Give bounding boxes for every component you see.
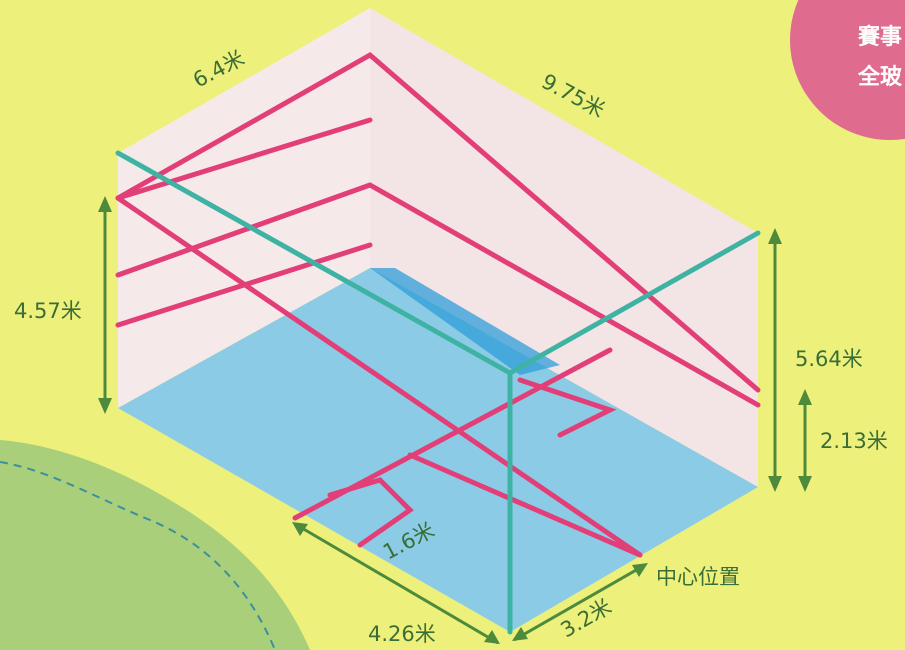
grass-dashed-border: [0, 461, 276, 650]
corner-badge-line1: 賽事: [857, 24, 902, 50]
back-wall-line: [115, 117, 373, 201]
arrow-front-height-bottom: [768, 476, 782, 492]
arrow-back-height-bottom: [98, 398, 112, 414]
arrow-half-width-end: [632, 563, 648, 577]
label-back-court-length: 4.26米: [368, 622, 436, 646]
dimension-arrows: [98, 196, 812, 645]
side-wall-diagonal: [115, 195, 643, 558]
arrow-half-width-start: [512, 627, 528, 641]
front-wall: [370, 8, 758, 487]
arrow-half-width: [513, 563, 646, 642]
arrow-back-length-start: [292, 522, 308, 536]
label-back-wall-height: 4.57米: [14, 299, 82, 323]
label-half-width: 3.2米: [557, 594, 616, 642]
court-lines: [115, 51, 761, 558]
arrow-back-length-end: [484, 630, 500, 644]
service-line-left-wall: [115, 182, 373, 278]
corner-badge: [790, 0, 905, 140]
outline-line: [115, 51, 761, 393]
half-court-line: [407, 452, 643, 558]
arrow-back-height-top: [98, 196, 112, 212]
arrow-service-height-bottom: [798, 476, 812, 492]
glass-front-edge: [507, 230, 761, 376]
label-center-position: 中心位置: [656, 565, 740, 589]
service-box-right: [517, 377, 617, 438]
left-side-wall: [118, 8, 370, 408]
label-service-line-height: 2.13米: [820, 429, 888, 453]
glass-edges: [115, 150, 761, 635]
front-wall-service-line: [367, 182, 761, 408]
glass-top-edge: [115, 150, 513, 376]
service-box-left: [327, 477, 414, 548]
arrow-service-height-top: [798, 389, 812, 405]
floor-shadow: [370, 268, 560, 375]
arrow-back-length: [294, 522, 499, 645]
arrow-front-height-top: [768, 228, 782, 244]
corner-badge-line2: 全玻: [857, 64, 903, 90]
grass-area: [0, 440, 310, 650]
label-front-wall-height: 5.64米: [795, 347, 863, 371]
court-floor: [118, 268, 758, 632]
